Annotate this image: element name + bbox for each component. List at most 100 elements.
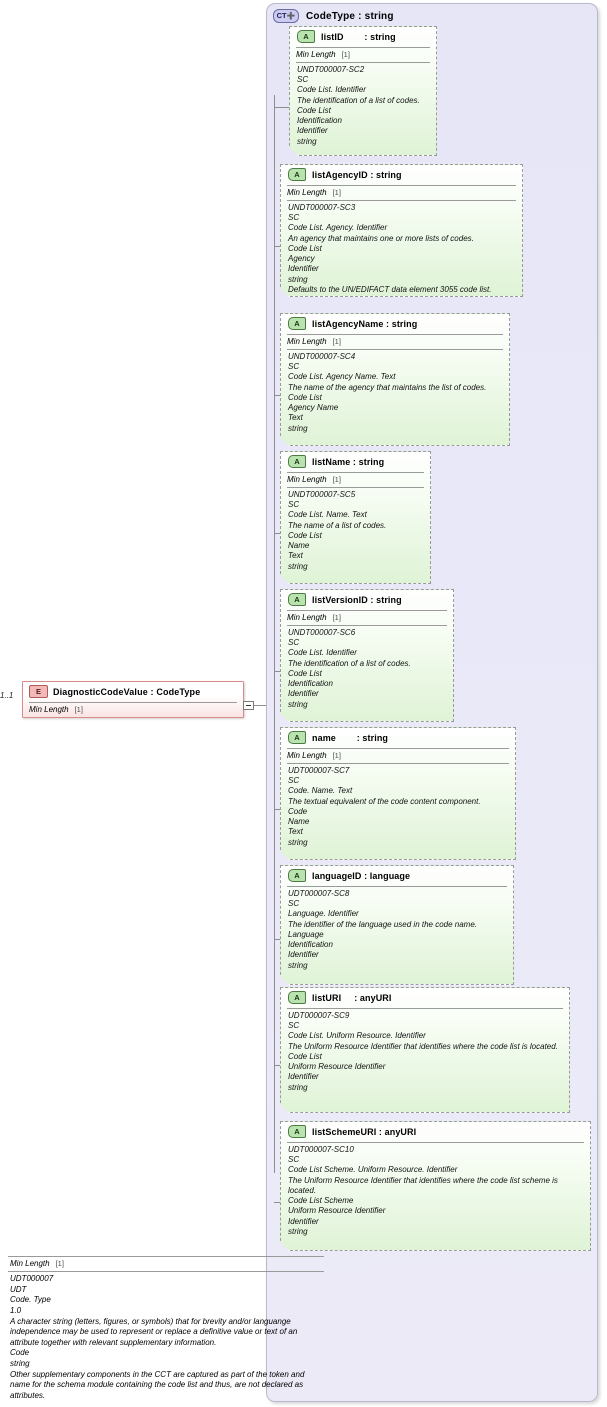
element-facet-name: Min Length (29, 705, 69, 714)
documentation-line: SC (288, 500, 300, 510)
attribute-divider (287, 334, 503, 335)
attribute-facet-name: Min Length (287, 475, 327, 484)
documentation-line: Agency (288, 254, 315, 264)
documentation-line: Code List. Identifier (297, 85, 366, 95)
attribute-facet-name: Min Length (287, 751, 327, 760)
attribute-icon: A (297, 30, 315, 43)
documentation-line: Code List. Agency Name. Text (288, 372, 396, 382)
documentation-line: string (288, 1082, 308, 1092)
attribute-title: languageID : language (312, 870, 411, 881)
documentation-line: The identification of a list of codes. (297, 95, 420, 105)
attribute-icon: A (288, 317, 306, 330)
attribute-divider (287, 472, 424, 473)
documentation-line: Text (288, 827, 303, 837)
documentation-line: Code List (288, 1051, 322, 1061)
attribute-connector (274, 939, 280, 940)
documentation-line: Identifier (288, 1072, 319, 1082)
documentation-line: Code List. Uniform Resource. Identifier (288, 1031, 426, 1041)
attribute-facet-cardinality: [1] (332, 188, 341, 197)
documentation-line: Language. Identifier (288, 909, 359, 919)
documentation-line: UNDT000007-SC5 (288, 490, 356, 499)
attribute-icon: A (288, 455, 306, 468)
documentation-line: UDT (10, 1284, 27, 1294)
documentation-line: SC (288, 213, 300, 223)
attribute-divider (287, 763, 509, 764)
documentation-line: string (288, 423, 308, 433)
footer-facet-name: Min Length (10, 1259, 50, 1268)
element-divider (29, 702, 237, 703)
documentation-line: SC (288, 1021, 300, 1031)
attribute-icon: A (288, 731, 306, 744)
documentation-line: The identifier of the language used in t… (288, 919, 478, 929)
documentation-line: Uniform Resource Identifier (288, 1062, 386, 1072)
attribute-divider (296, 47, 430, 48)
footer-facet-cardinality: [1] (55, 1259, 64, 1268)
documentation-line: UDT000007-SC9 (288, 1011, 350, 1020)
documentation-line: Identifier (288, 1216, 319, 1226)
complextype-icon[interactable]: CT➕ (273, 9, 299, 23)
documentation-line: UNDT000007-SC4 (288, 352, 356, 361)
documentation-line: SC (288, 1155, 300, 1165)
documentation-line: Code. Name. Text (288, 786, 353, 796)
documentation-line: A character string (letters, figures, or… (10, 1316, 298, 1347)
documentation-line: Defaults to the UN/EDIFACT data element … (288, 284, 492, 294)
documentation-line: The name of the agency that maintains th… (288, 382, 487, 392)
expand-collapse-toggle[interactable] (243, 701, 254, 710)
complextype-icon-label: CT (276, 11, 287, 20)
documentation-line: Code List (288, 530, 322, 540)
documentation-line: Identifier (297, 126, 328, 136)
element-box[interactable]: E DiagnosticCodeValue : CodeType Min Len… (22, 681, 244, 718)
documentation-line: Name (288, 541, 310, 551)
documentation-line: Code. Type (10, 1295, 51, 1305)
element-node[interactable]: E DiagnosticCodeValue : CodeType Min Len… (22, 681, 244, 718)
documentation-line: Code List (297, 105, 331, 115)
attribute-facet-cardinality: [1] (332, 751, 341, 760)
documentation-line: Code List Scheme (288, 1196, 354, 1206)
documentation-line: string (288, 561, 308, 571)
attribute-facet-name: Min Length (287, 337, 327, 346)
documentation-line: Code (10, 1348, 30, 1358)
attribute-facet-cardinality: [1] (341, 50, 350, 59)
documentation-line: Name (288, 817, 310, 827)
attribute-divider (287, 1142, 584, 1143)
footer-facet-row: Min Length [1] (8, 1257, 324, 1271)
attribute-connector (274, 1065, 280, 1066)
documentation-line: The identification of a list of codes. (288, 658, 411, 668)
documentation-line: Code List Scheme. Uniform Resource. Iden… (288, 1165, 458, 1175)
documentation-line: 1.0 (10, 1305, 22, 1315)
attribute-icon: A (288, 869, 306, 882)
attribute-icon: A (288, 991, 306, 1004)
complextype-header: CT➕ CodeType : string (273, 9, 394, 23)
documentation-line: UDT000007-SC7 (288, 766, 350, 775)
documentation-line: Code List. Identifier (288, 648, 357, 658)
attribute-divider (287, 1008, 563, 1009)
attribute-divider (296, 62, 430, 63)
attribute-title: name : string (312, 732, 389, 743)
documentation-line: SC (288, 362, 300, 372)
documentation-line: Identification (288, 679, 333, 689)
attribute-facet-name: Min Length (296, 50, 336, 59)
attribute-divider (287, 185, 516, 186)
documentation-line: string (288, 960, 308, 970)
complextype-title: CodeType : string (306, 10, 394, 22)
documentation-line: Code List (288, 243, 322, 253)
